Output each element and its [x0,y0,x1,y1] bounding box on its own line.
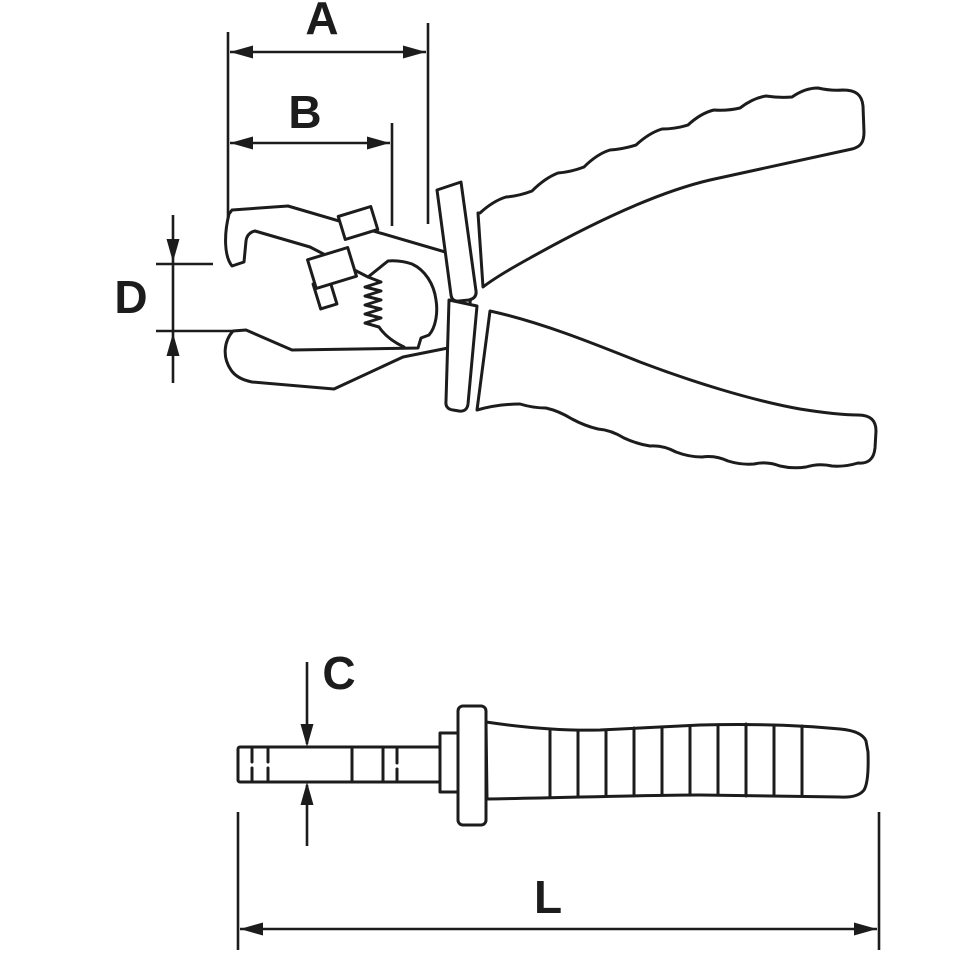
stripping-serrations [363,275,406,349]
dimension-b: B [230,86,394,226]
dim-c-arrow-up [300,782,314,805]
dim-b-label: B [288,86,321,138]
dim-b-arrow-right [367,136,390,150]
side-step-block [438,731,460,794]
dimension-d: D [114,215,232,383]
side-handle [484,720,870,801]
dim-d-label: D [114,271,147,323]
pliers-top-view [223,86,878,470]
side-pivot-flange [456,704,488,827]
dim-b-arrow-left [230,136,253,150]
dim-l-label: L [534,871,562,923]
dim-a-label: A [305,0,338,44]
pivot-flange-upper [435,180,478,303]
lower-handle [475,309,878,470]
pivot-flange-lower [444,298,479,413]
screw-block-upper [336,205,380,241]
dim-l-arrow-right [854,922,877,936]
dim-d-arrow-up [166,333,180,356]
dim-a-arrow-left [230,45,253,59]
side-head-markings [250,745,399,784]
dim-a-arrow-right [403,45,426,59]
dim-d-arrow-down [166,239,180,262]
dimension-c: C [300,647,356,846]
dimension-l: L [236,812,881,950]
dim-c-label: C [322,647,355,699]
pliers-side-view [236,704,870,827]
screw-block-lower [306,246,358,290]
dim-c-arrow-down [300,724,314,747]
upper-handle [476,86,866,289]
side-handle-grip-ridges [548,722,804,798]
dimension-a: A [226,0,430,224]
adjustment-screw [306,205,380,311]
dim-l-arrow-left [240,922,263,936]
